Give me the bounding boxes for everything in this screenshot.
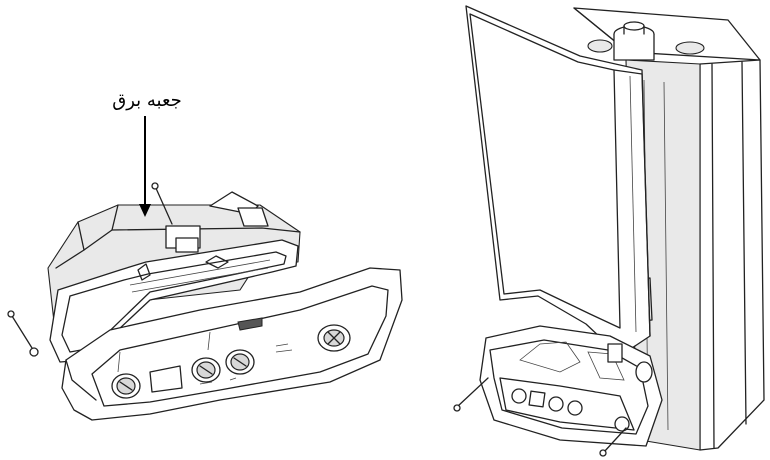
boiler-unit	[453, 5, 765, 457]
screw-icon	[7, 310, 39, 357]
screw-icon	[151, 182, 173, 225]
pressure-gauge	[317, 324, 351, 352]
boiler-side-casing	[699, 59, 765, 451]
control-fascia	[61, 267, 403, 421]
electrical-box-label: جعبه برق	[112, 90, 182, 111]
temperature-knob	[111, 373, 141, 399]
screw-icon	[599, 427, 627, 457]
heating-knob	[225, 349, 255, 375]
arrow-down-icon	[139, 116, 151, 217]
control-panel-assembly	[7, 182, 403, 421]
mode-knob	[191, 357, 221, 383]
brand-logo	[237, 317, 263, 331]
screw-icon	[453, 377, 489, 412]
display-window	[149, 365, 183, 393]
